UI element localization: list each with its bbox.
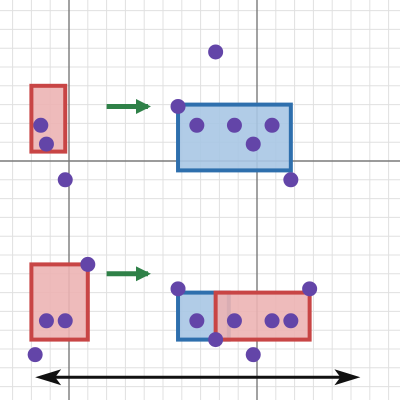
point — [302, 281, 318, 297]
point — [189, 117, 205, 133]
point — [38, 136, 54, 152]
point — [208, 44, 224, 60]
point — [57, 313, 73, 329]
red-rectangle-bottom — [29, 262, 90, 342]
point — [245, 136, 261, 152]
point — [189, 313, 205, 329]
arrows — [35, 98, 361, 386]
point — [264, 117, 280, 133]
point — [226, 313, 242, 329]
points — [27, 44, 318, 363]
point — [208, 332, 224, 348]
point — [283, 172, 299, 188]
double-arrow-left-head — [35, 369, 62, 386]
point — [226, 117, 242, 133]
point — [170, 98, 186, 114]
blue-rectangle-top — [176, 102, 293, 173]
point — [38, 313, 54, 329]
point — [33, 117, 49, 133]
point — [27, 347, 43, 363]
point — [57, 172, 73, 188]
rectangles — [29, 83, 312, 342]
point — [283, 313, 299, 329]
double-arrow-right-head — [334, 369, 361, 386]
point — [264, 313, 280, 329]
point — [80, 256, 96, 272]
point — [170, 281, 186, 297]
point — [245, 347, 261, 363]
